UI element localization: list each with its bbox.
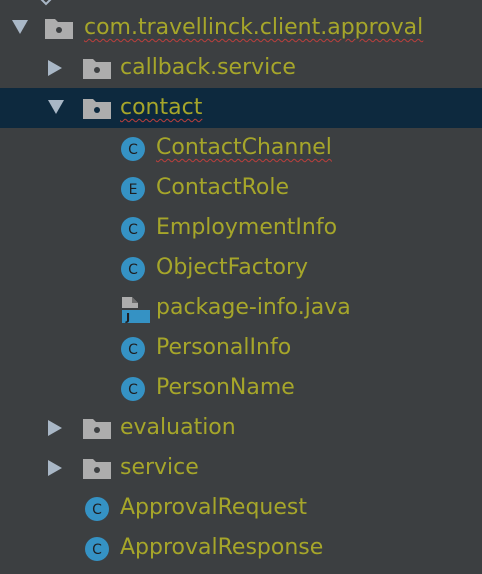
tree-item-label: evaluation <box>120 415 236 440</box>
expand-arrow-icon[interactable] <box>48 420 62 436</box>
svg-text:C: C <box>128 142 138 158</box>
svg-text:C: C <box>128 222 138 238</box>
class-icon: C <box>121 337 145 361</box>
tree-item-objectfactory[interactable]: C ObjectFactory <box>0 248 482 288</box>
tree-item-label: contact <box>120 95 203 120</box>
scrolled-off-row <box>0 0 482 8</box>
tree-item-label: ObjectFactory <box>156 255 309 280</box>
tree-item-label: service <box>120 455 199 480</box>
tree-item-label: ContactRole <box>156 175 289 200</box>
expand-arrow-icon[interactable] <box>48 60 62 76</box>
svg-text:C: C <box>128 382 138 398</box>
folder-package-icon <box>83 99 111 119</box>
tree-item-root-package[interactable]: com.travellinck.client.approval <box>0 8 482 48</box>
svg-text:C: C <box>128 342 138 358</box>
tree-item-label: ApprovalResponse <box>120 535 324 560</box>
tree-item-contactrole[interactable]: E ContactRole <box>0 168 482 208</box>
tree-item-contact[interactable]: contact <box>0 88 482 128</box>
tree-item-approvalresponse[interactable]: C ApprovalResponse <box>0 528 482 568</box>
class-icon: C <box>85 497 109 521</box>
expand-arrow-icon[interactable] <box>12 20 28 34</box>
svg-text:C: C <box>128 262 138 278</box>
tree-item-contactchannel[interactable]: C ContactChannel <box>0 128 482 168</box>
svg-text:E: E <box>129 182 138 198</box>
tree-item-label: ContactChannel <box>156 135 332 160</box>
tree-item-personalinfo[interactable]: C PersonalInfo <box>0 328 482 368</box>
svg-text:C: C <box>92 502 102 518</box>
folder-package-icon <box>83 59 111 79</box>
tree-item-label: com.travellinck.client.approval <box>84 15 424 40</box>
enum-icon: E <box>121 177 145 201</box>
chevron-icon <box>40 0 52 6</box>
tree-item-personname[interactable]: C PersonName <box>0 368 482 408</box>
tree-item-label: EmploymentInfo <box>156 215 338 240</box>
class-icon: C <box>121 257 145 281</box>
tree-item-label: ApprovalRequest <box>120 495 307 520</box>
folder-package-icon <box>83 459 111 479</box>
expand-arrow-icon[interactable] <box>48 460 62 476</box>
tree-item-package-info-java[interactable]: J package-info.java <box>0 288 482 328</box>
tree-item-service[interactable]: service <box>0 448 482 488</box>
tree-item-evaluation[interactable]: evaluation <box>0 408 482 448</box>
expand-arrow-icon[interactable] <box>48 100 64 114</box>
tree-item-employmentinfo[interactable]: C EmploymentInfo <box>0 208 482 248</box>
folder-package-icon <box>45 19 73 39</box>
class-icon: C <box>121 217 145 241</box>
class-icon: C <box>121 137 145 161</box>
class-icon: C <box>121 377 145 401</box>
tree-item-label: callback.service <box>120 55 296 80</box>
svg-text:J: J <box>125 311 130 324</box>
tree-item-label: PersonalInfo <box>156 335 292 360</box>
tree-item-approvalrequest[interactable]: C ApprovalRequest <box>0 488 482 528</box>
tree-item-callback-service[interactable]: callback.service <box>0 48 482 88</box>
svg-text:C: C <box>92 542 102 558</box>
java-file-icon: J <box>122 297 150 324</box>
tree-item-label: PersonName <box>156 375 295 400</box>
tree-item-label: package-info.java <box>156 295 351 320</box>
folder-package-icon <box>83 419 111 439</box>
class-icon: C <box>85 537 109 561</box>
